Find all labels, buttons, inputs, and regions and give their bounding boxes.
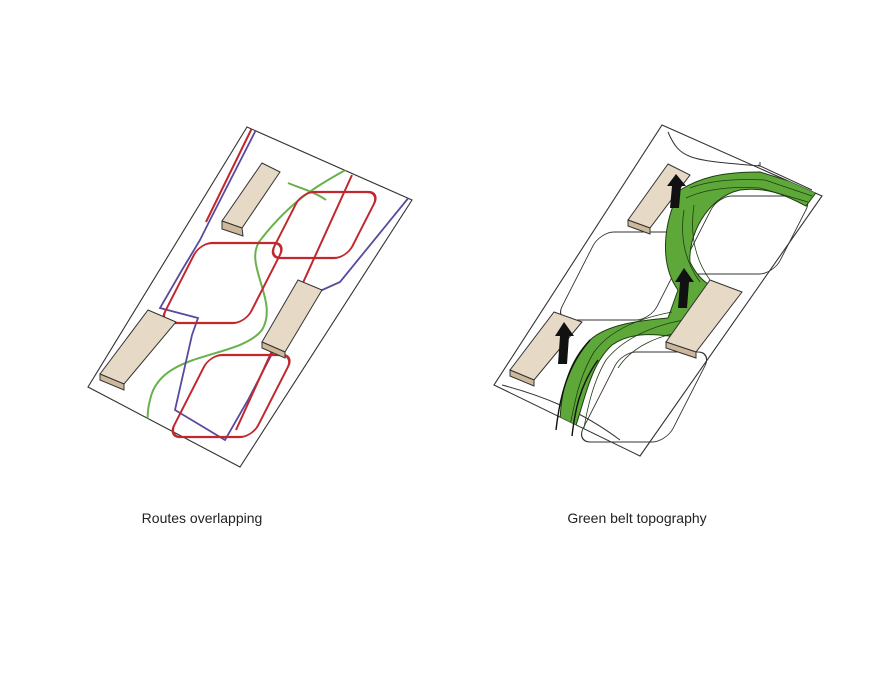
contour-lines (569, 179, 813, 429)
red-route-loop-middle (162, 241, 283, 325)
green-route (287, 182, 327, 201)
building-block (665, 279, 743, 359)
green-belt (559, 171, 819, 429)
red-route-loop-top (271, 190, 377, 260)
up-arrow-icon (555, 322, 574, 364)
building-block (261, 279, 323, 359)
up-arrow-icon (675, 268, 694, 308)
lot-edge (757, 164, 813, 191)
site-outline (87, 126, 413, 468)
caption-green-belt-topography: Green belt topography (567, 510, 707, 526)
lot-edge (667, 131, 761, 167)
green-belt-diagram (493, 124, 823, 457)
site-outline (493, 124, 823, 457)
building-block (99, 309, 177, 391)
lot (683, 195, 809, 275)
lot (581, 351, 708, 443)
up-arrow-icon (667, 174, 686, 208)
caption-routes-overlapping: Routes overlapping (141, 510, 263, 526)
belt-edge-line (555, 339, 591, 431)
building-block (221, 162, 281, 237)
routes-overlapping-diagram (87, 126, 413, 468)
red-route-loop-bottom (171, 353, 291, 439)
belt-edge-line (571, 359, 599, 437)
